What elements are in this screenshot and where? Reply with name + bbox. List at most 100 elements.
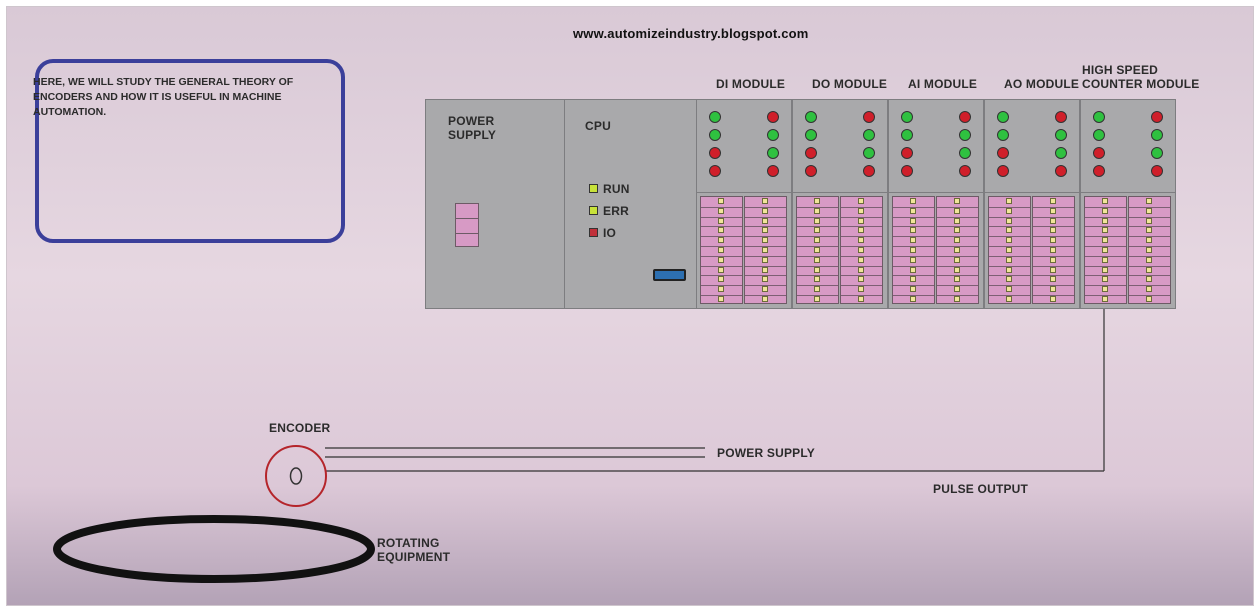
terminal-screw [1050, 247, 1056, 253]
cpu-indicator-label: ERR [603, 204, 629, 218]
green-led [1151, 129, 1163, 141]
terminal-screw [1006, 276, 1012, 283]
terminal-screw [762, 237, 768, 244]
terminal-screw [1146, 266, 1152, 273]
terminal-screw [1006, 256, 1012, 263]
green-led [997, 129, 1009, 141]
terminal-screw [718, 276, 724, 283]
terminal-screw [1006, 207, 1012, 214]
terminal-screw [858, 286, 864, 293]
terminal-screw [1146, 217, 1152, 224]
encoder-label: ENCODER [269, 421, 331, 435]
terminal-screw [858, 227, 864, 234]
terminal-screw [910, 217, 916, 224]
red-led [1093, 147, 1105, 159]
wiring-layer [53, 305, 1105, 583]
terminal-screw [954, 286, 960, 293]
terminal-screw [910, 207, 916, 214]
red-led [1151, 165, 1163, 177]
terminal-screw [858, 266, 864, 273]
green-led [1093, 111, 1105, 123]
rotating-equipment-belt [53, 515, 375, 583]
terminal-screw [1006, 217, 1012, 224]
red-led [901, 147, 913, 159]
terminal-screw [814, 256, 820, 263]
green-led [767, 147, 779, 159]
intro-text: HERE, WE WILL STUDY THE GENERAL THEORY O… [33, 76, 294, 118]
terminal-screw [814, 198, 820, 204]
terminal-screw [1102, 217, 1108, 224]
terminal-screw [910, 237, 916, 244]
green-led [709, 129, 721, 141]
terminal-screw [1050, 237, 1056, 244]
terminal-screw [858, 198, 864, 204]
terminal-screw [1102, 296, 1108, 302]
terminal-screw [954, 276, 960, 283]
red-led [1055, 111, 1067, 123]
green-led [805, 111, 817, 123]
terminal-screw [858, 296, 864, 302]
terminal-screw [718, 198, 724, 204]
terminal-screw [1146, 256, 1152, 263]
green-led [901, 129, 913, 141]
module-label: DI MODULE [716, 77, 786, 91]
terminal-screw [1102, 276, 1108, 283]
terminal-screw [718, 207, 724, 214]
terminal-screw [1146, 198, 1152, 204]
cpu-indicator-2 [589, 228, 598, 237]
terminal-screw [1050, 256, 1056, 263]
terminal-screw [718, 227, 724, 234]
terminal-screw [762, 247, 768, 253]
terminal-screw [1050, 296, 1056, 302]
power-connector [455, 203, 479, 247]
red-led [767, 111, 779, 123]
terminal-screw [814, 217, 820, 224]
green-led [997, 111, 1009, 123]
diagram-canvas: www.automizeindustry.blogspot.com HERE, … [6, 6, 1254, 606]
green-led [1055, 129, 1067, 141]
red-led [863, 111, 875, 123]
terminal-screw [1146, 227, 1152, 234]
terminal-screw [814, 276, 820, 283]
red-led [709, 147, 721, 159]
terminal-screw [1102, 198, 1108, 204]
terminal-screw [954, 227, 960, 234]
terminal-screw [762, 227, 768, 234]
terminal-screw [762, 217, 768, 224]
green-led [709, 111, 721, 123]
terminal-screw [910, 247, 916, 253]
red-led [767, 165, 779, 177]
terminal-screw [814, 286, 820, 293]
module-label: AO MODULE [1004, 77, 1080, 91]
green-led [1093, 129, 1105, 141]
terminal-screw [858, 237, 864, 244]
cpu-indicator-1 [589, 206, 598, 215]
terminal-screw [954, 296, 960, 302]
terminal-screw [1102, 256, 1108, 263]
terminal-screw [1102, 247, 1108, 253]
terminal-screw [954, 237, 960, 244]
terminal-screw [762, 256, 768, 263]
cpu-indicator-label: IO [603, 226, 617, 240]
module-label: DO MODULE [812, 77, 888, 91]
green-led [805, 129, 817, 141]
red-led [863, 165, 875, 177]
terminal-screw [814, 237, 820, 244]
terminal-screw [1102, 266, 1108, 273]
terminal-screw [718, 256, 724, 263]
terminal-screw [762, 276, 768, 283]
terminal-screw [1006, 227, 1012, 234]
terminal-screw [858, 207, 864, 214]
terminal-screw [1146, 207, 1152, 214]
green-led [863, 147, 875, 159]
green-led [1055, 147, 1067, 159]
terminal-screw [910, 227, 916, 234]
terminal-screw [910, 286, 916, 293]
terminal-screw [814, 266, 820, 273]
terminal-screw [1006, 286, 1012, 293]
red-led [959, 111, 971, 123]
terminal-screw [1102, 207, 1108, 214]
red-led [997, 147, 1009, 159]
terminal-screw [718, 266, 724, 273]
terminal-screw [954, 256, 960, 263]
